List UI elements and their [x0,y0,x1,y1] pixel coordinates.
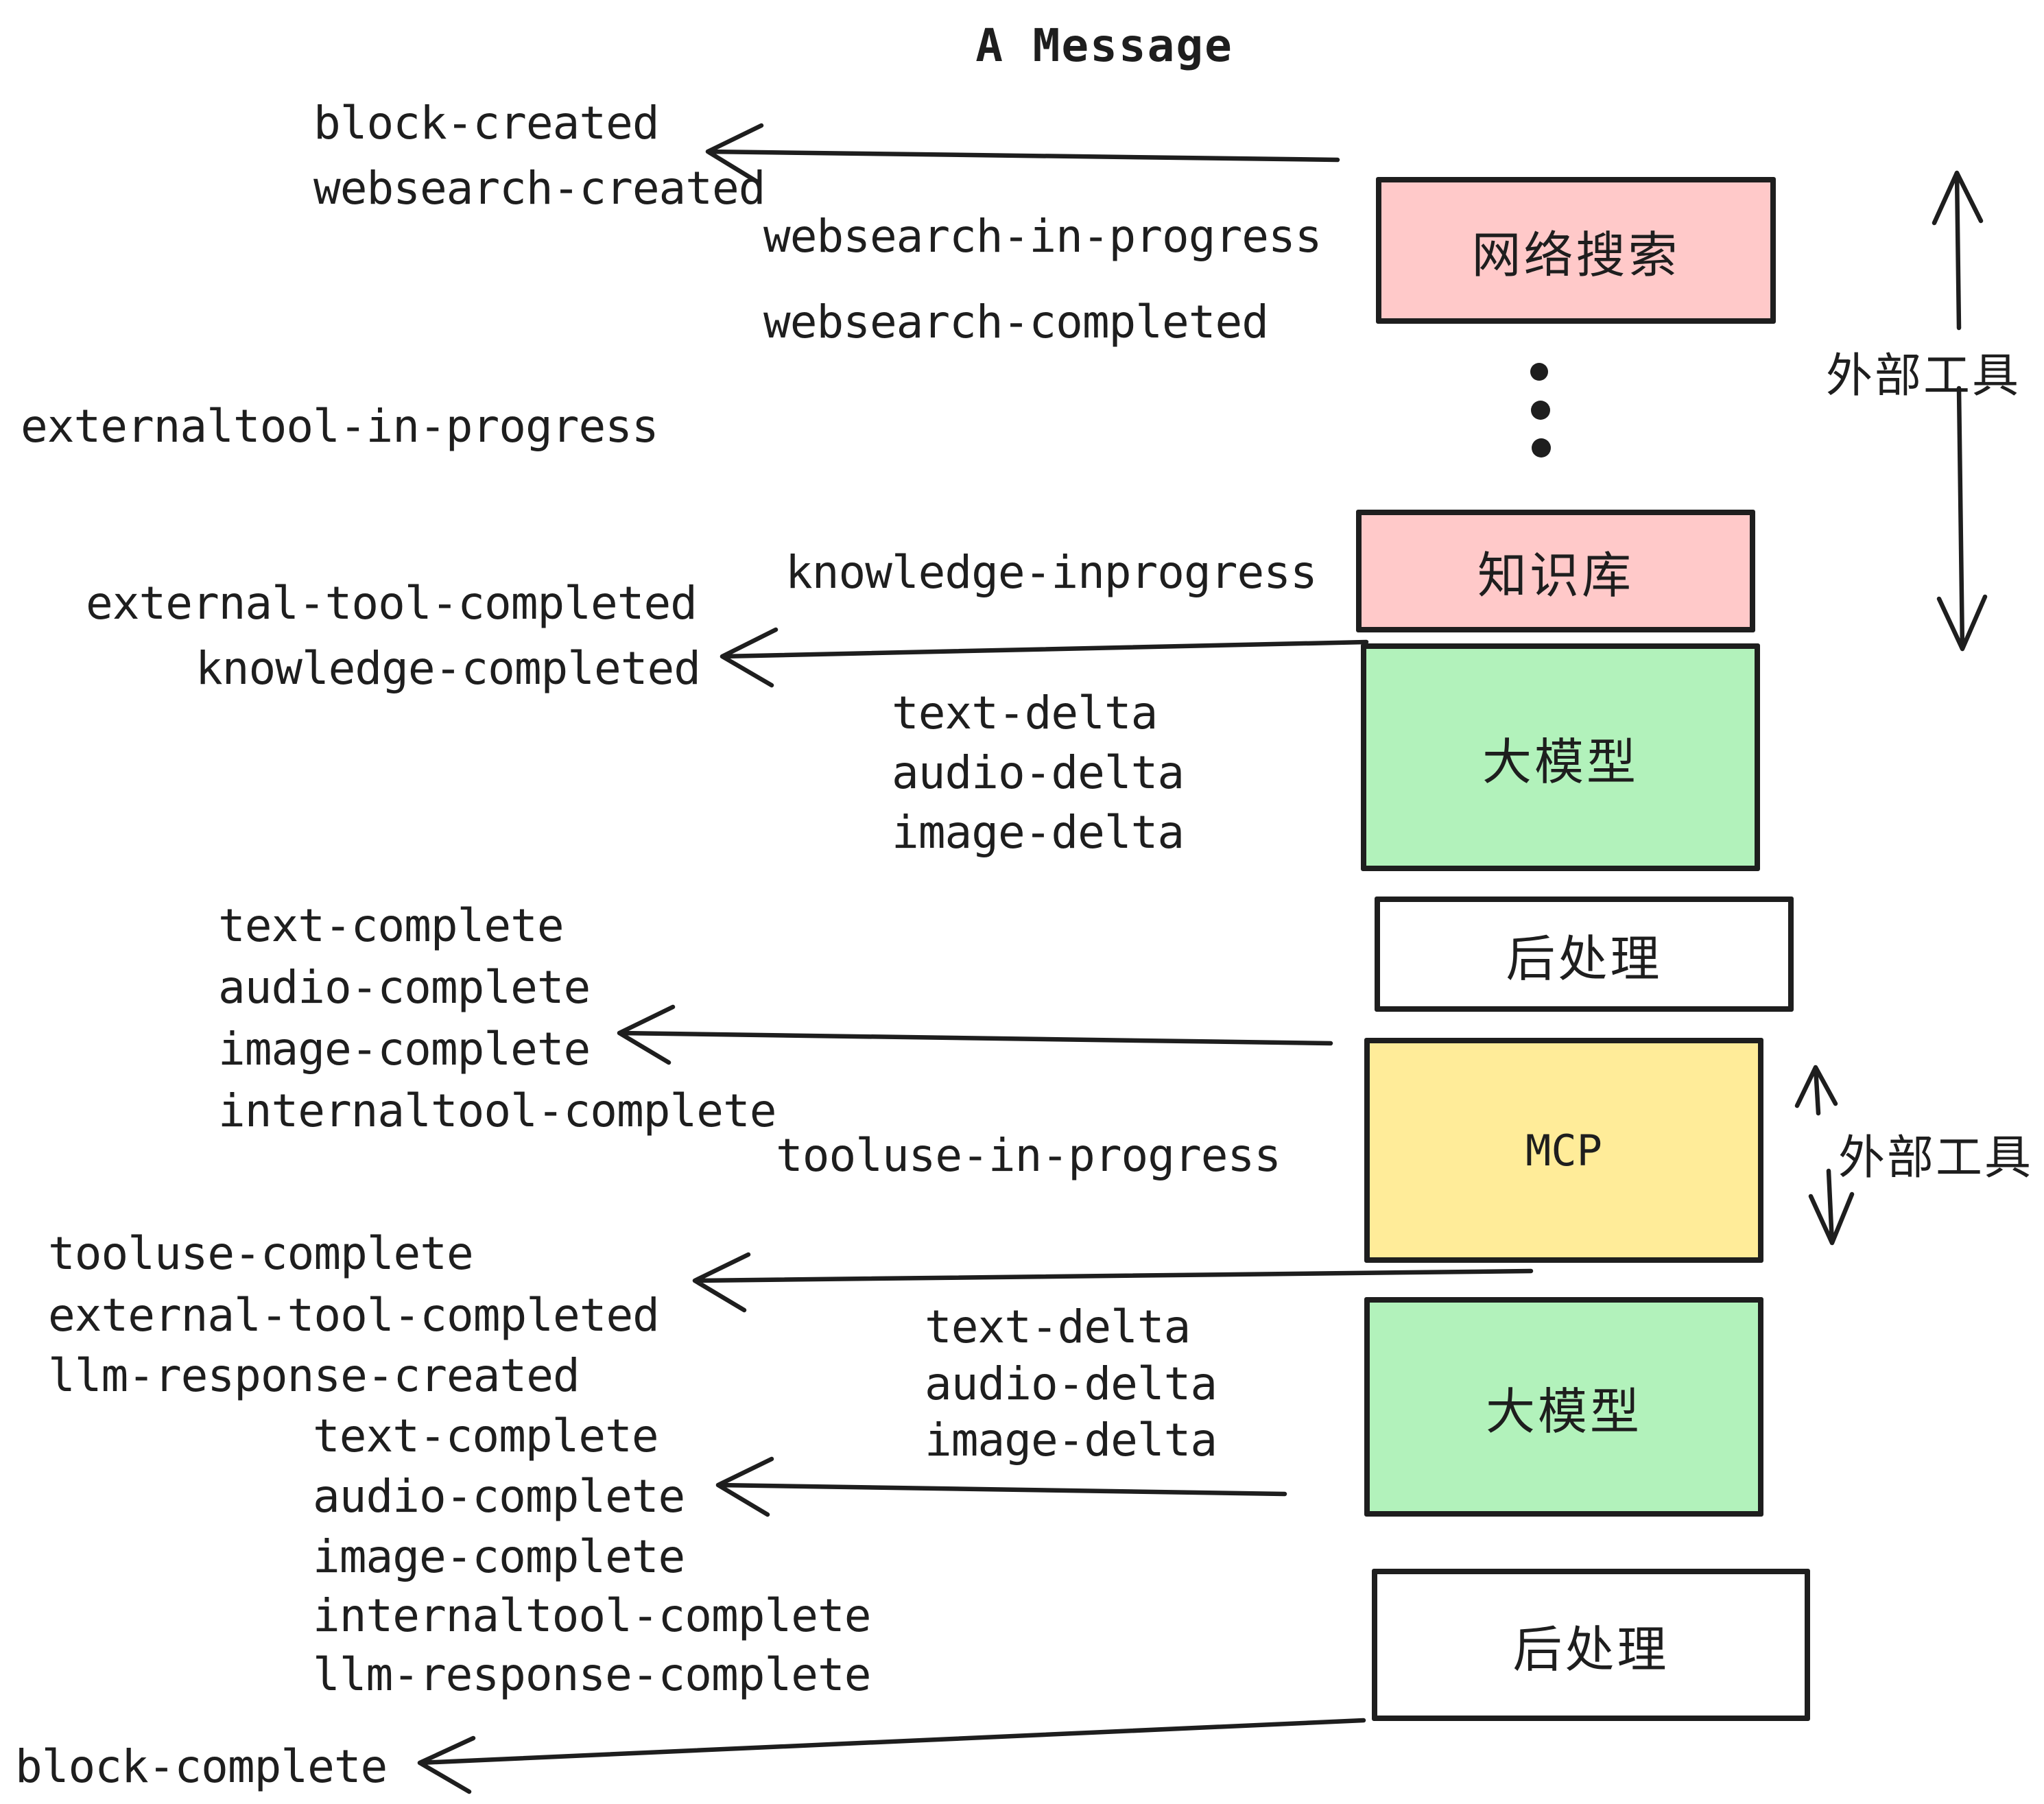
arrow-to-block-complete [417,1718,1366,1794]
arrow-to-image-complete [617,1004,1333,1065]
box-mcp: MCP [1364,1038,1763,1263]
event-text-complete: text-complete [218,899,565,952]
arrow-llm-to-complete [715,1456,1287,1517]
event-externaltool-in-progress: externaltool-in-progress [21,400,659,453]
event-internaltool-complete-2: internaltool-complete [313,1589,871,1642]
event-tooluse-in-progress: tooluse-in-progress [776,1129,1281,1182]
event-websearch-completed: websearch-completed [763,296,1269,348]
box-llm-1: 大模型 [1361,643,1760,871]
event-text-complete-2: text-complete [313,1410,659,1462]
event-external-tool-completed: external-tool-completed [86,577,698,630]
event-audio-delta: audio-delta [892,746,1185,799]
event-websearch-created: websearch-created [313,162,766,215]
arrow-websearch-to-created [705,123,1340,185]
event-block-created: block-created [313,97,660,150]
diagram-title: A Message [975,19,1233,72]
arrow-knowledge-to-completed [720,627,1369,688]
label-external-tools-top: 外部工具 [1826,349,2021,403]
event-knowledge-completed: knowledge-completed [195,642,701,695]
event-text-delta: text-delta [892,687,1158,739]
arrow-mcp-external-up [1794,1065,1838,1116]
event-websearch-in-progress: websearch-in-progress [763,210,1322,263]
box-llm-2: 大模型 [1364,1297,1763,1517]
event-audio-delta-2: audio-delta [925,1357,1217,1410]
box-websearch: 网络搜索 [1376,177,1776,324]
event-llm-response-created: llm-response-created [48,1349,580,1402]
event-llm-response-complete: llm-response-complete [313,1648,871,1701]
event-tooluse-complete: tooluse-complete [48,1227,474,1280]
event-audio-complete: audio-complete [218,961,591,1014]
arrow-external-tools-up [1932,170,1984,331]
box-postprocess-2: 后处理 [1372,1569,1810,1721]
event-audio-complete-2: audio-complete [313,1470,685,1523]
ellipsis-dots-icon [1530,363,1551,458]
event-external-tool-completed-2: external-tool-completed [48,1289,660,1342]
event-image-complete: image-complete [218,1023,591,1076]
box-postprocess-1: 后处理 [1375,897,1794,1012]
box-knowledge: 知识库 [1356,510,1755,632]
arrow-external-tools-down [1936,385,1988,652]
event-image-delta-2: image-delta [925,1414,1217,1467]
event-block-complete: block-complete [15,1740,388,1793]
event-image-complete-2: image-complete [313,1530,685,1583]
event-text-delta-2: text-delta [925,1301,1191,1353]
event-image-delta: image-delta [892,806,1185,859]
label-external-tools-mcp: 外部工具 [1838,1131,2034,1185]
event-knowledge-inprogress: knowledge-inprogress [785,546,1318,599]
event-internaltool-complete: internaltool-complete [218,1084,776,1137]
